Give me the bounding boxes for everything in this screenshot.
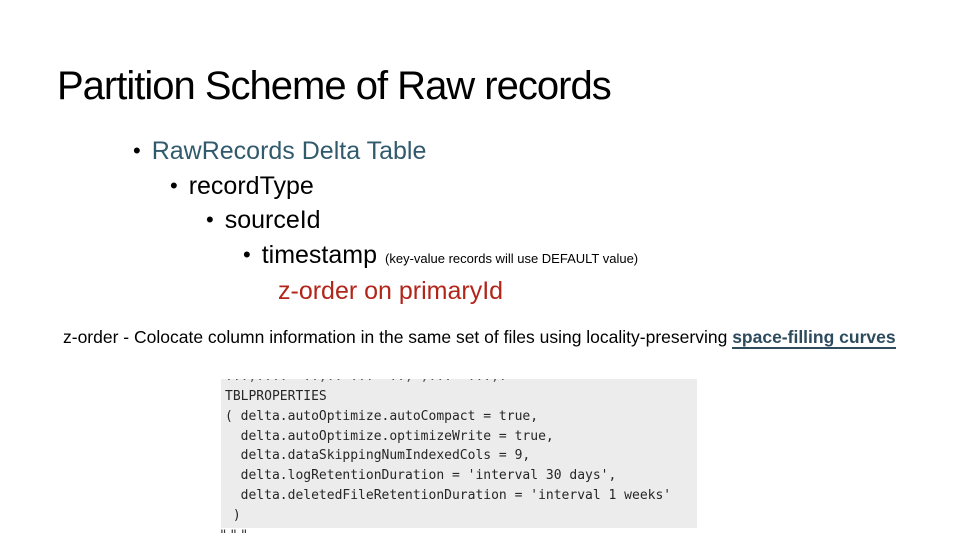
clipped-code-line-bottom: """ [219,527,250,533]
slide-title: Partition Scheme of Raw records [57,63,612,108]
code-line: TBLPROPERTIES [225,389,327,404]
clipped-code-line-top: ...,.... ..,..'... .., ,... ...,. [225,379,689,387]
outline-item-source-id: • sourceId [133,203,638,238]
outline-item-zorder: z-order on primaryId [133,275,638,309]
outline-item-label: RawRecords Delta Table [151,137,427,165]
outline-item-record-type: • recordType [133,169,638,204]
zorder-definition: z-order - Colocate column information in… [63,327,896,349]
code-line: delta.logRetentionDuration = 'interval 3… [225,468,617,484]
outline-item-raw-records: • RawRecords Delta Table [133,134,638,169]
code-screenshot: ...,.... ..,..'... .., ,... ...,. TBLPRO… [221,379,697,528]
zorder-note-label: z-order on primaryId [278,277,504,305]
bullet-dot-icon: • [206,207,214,232]
code-line: delta.dataSkippingNumIndexedCols = 9, [225,448,531,464]
outline-item-label: recordType [188,171,314,200]
code-line: ( delta.autoOptimize.autoCompact = true, [225,408,539,424]
timestamp-default-note: (key-value records will use DEFAULT valu… [385,250,639,266]
space-filling-curves-link[interactable]: space-filling curves [732,327,896,349]
outline-item-label: sourceId [224,206,321,234]
bullet-dot-icon: • [243,241,251,267]
bullet-dot-icon: • [170,172,178,198]
bullet-dot-icon: • [133,138,141,163]
outline-item-label: timestamp [261,240,378,269]
code-line: delta.deletedFileRetentionDuration = 'in… [225,487,672,503]
outline-item-timestamp: • timestamp (key-value records will use DE… [133,238,638,276]
definition-text: z-order - Colocate column information in… [63,327,733,347]
code-line: ) [225,507,241,523]
outline-list: • RawRecords Delta Table • recordType • sou… [133,134,638,309]
code-line: delta.autoOptimize.optimizeWrite = true, [225,428,554,444]
